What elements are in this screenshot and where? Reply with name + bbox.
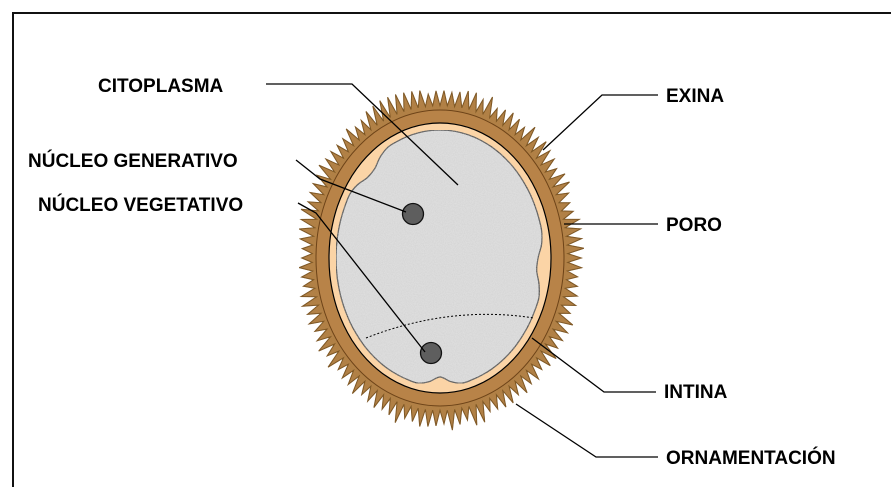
nucleo-generativo-shape (403, 204, 424, 225)
leader-ornamentacion (516, 404, 658, 457)
leader-exina (543, 95, 658, 150)
label-intina: INTINA (664, 382, 728, 403)
nucleo-vegetativo-shape (421, 343, 442, 364)
label-nucleo-generativo: NÚCLEO GENERATIVO (28, 150, 238, 172)
label-citoplasma: CITOPLASMA (98, 76, 224, 97)
label-exina: EXINA (666, 86, 724, 107)
label-nucleo-vegetativo: NÚCLEO VEGETATIVO (38, 194, 243, 216)
label-ornamentacion: ORNAMENTACIÓN (666, 447, 836, 469)
label-poro: PORO (666, 215, 722, 236)
